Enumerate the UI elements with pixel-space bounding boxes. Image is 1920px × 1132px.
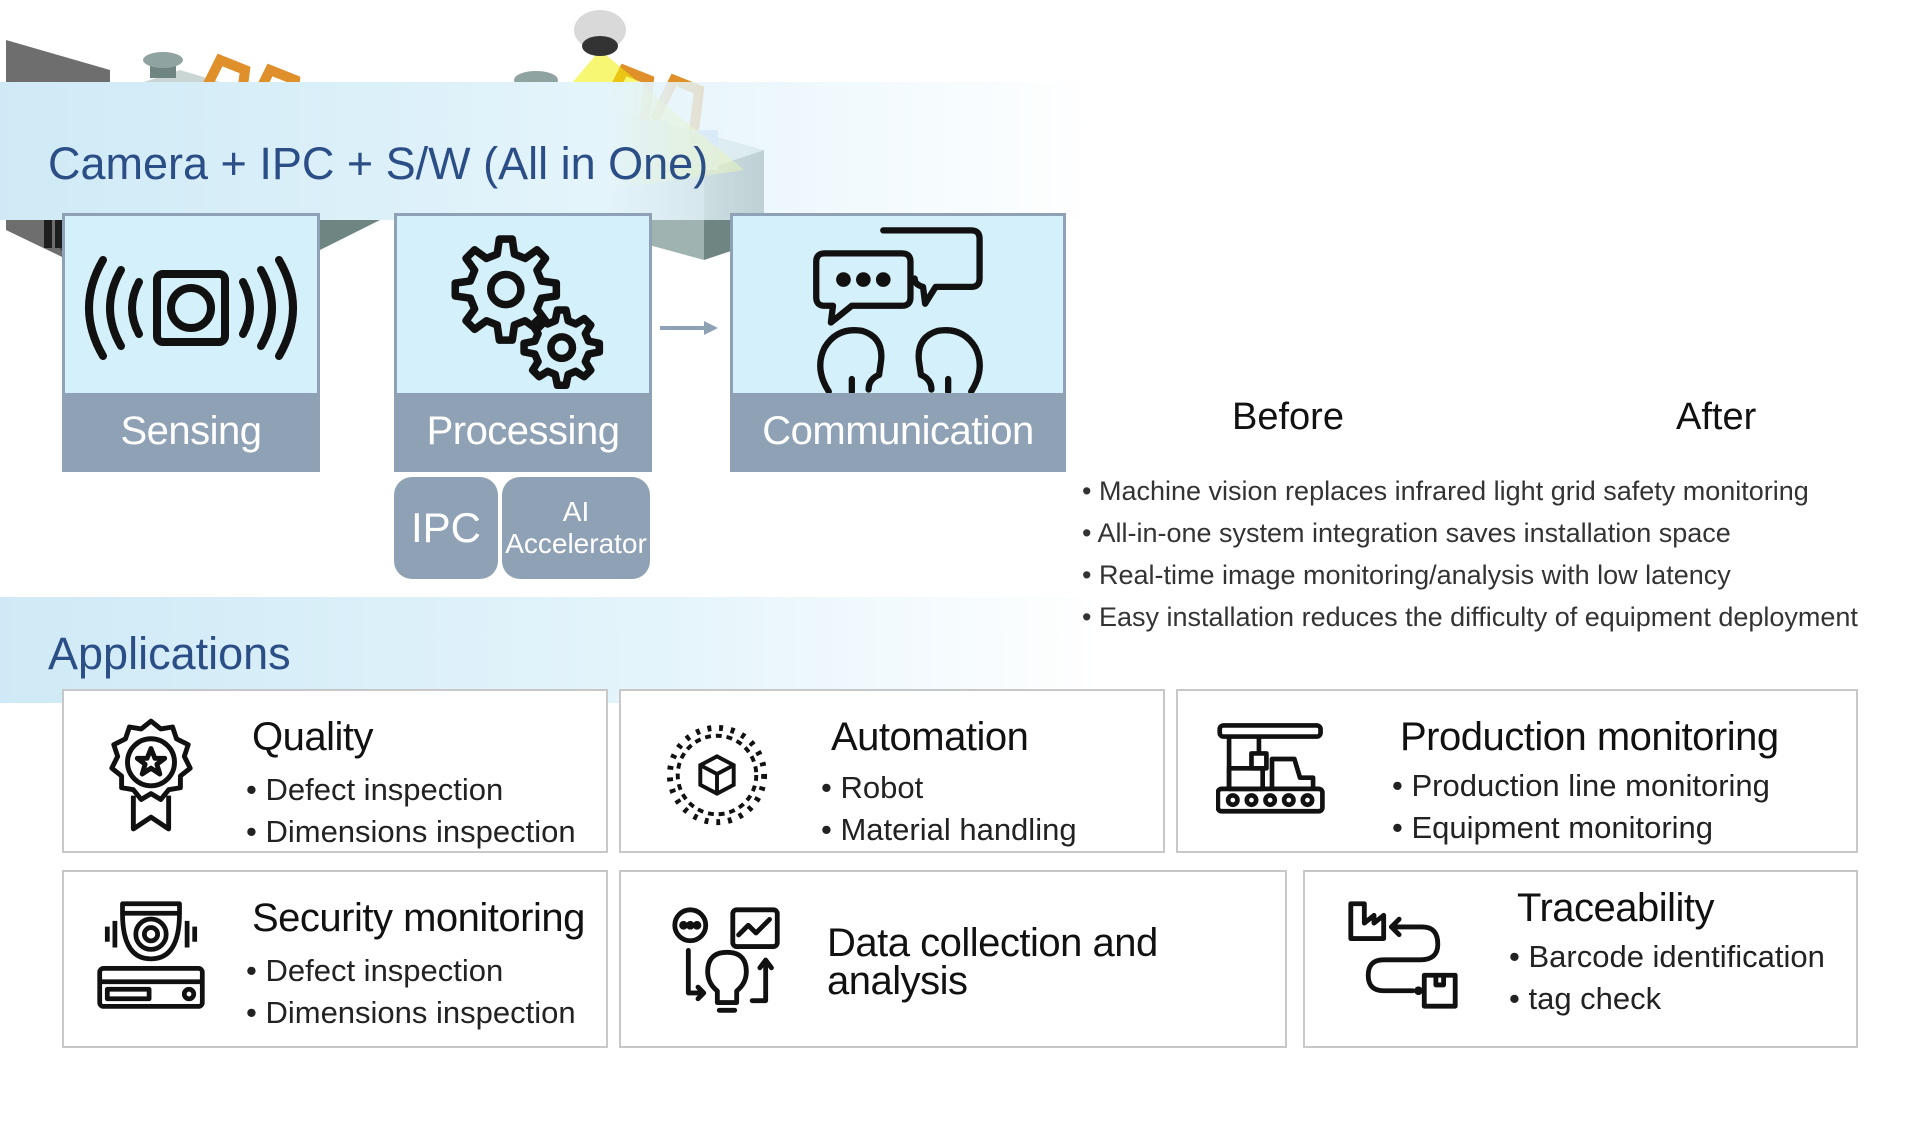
applications-title: Applications [48,628,291,679]
award-badge-icon [109,718,193,832]
list-item: Defect inspection [246,769,576,811]
automation-items: Robot Material handling [821,767,1077,851]
data-collection-title: Data collection and analysis [827,921,1158,1003]
traceability-items: Barcode identification tag check [1509,936,1825,1020]
quality-items: Defect inspection Dimensions inspection [246,769,576,853]
production-monitoring-title: Production monitoring [1400,715,1779,759]
benefit-item: Real-time image monitoring/analysis with… [1082,554,1858,596]
automation-title: Automation [831,715,1029,759]
page-title: Camera + IPC + S/W (All in One) [48,138,709,189]
communication-module: Communication [730,213,1066,472]
processing-module: Processing [394,213,652,472]
ipc-chip: IPC [394,477,498,579]
list-item: Dimensions inspection [246,992,575,1034]
data-collection-card: Data collection and analysis [619,870,1287,1048]
before-label: Before [1232,396,1344,438]
applications-band [0,597,1100,703]
gear-cube-icon [666,724,768,826]
security-monitoring-title: Security monitoring [252,896,585,940]
trace-route-icon [1348,901,1458,1009]
security-monitoring-items: Defect inspection Dimensions inspection [246,950,576,1034]
factory-conveyor-icon [1216,723,1325,814]
sensing-module: Sensing [62,213,320,472]
list-item: Equipment monitoring [1392,807,1770,849]
list-item: Material handling [821,809,1076,851]
security-monitoring-card: Security monitoring Defect inspection Di… [62,870,608,1048]
benefit-item: Easy installation reduces the difficulty… [1082,596,1858,638]
list-item: Defect inspection [246,950,576,992]
benefit-item: All-in-one system integration saves inst… [1082,512,1858,554]
communication-label: Communication [733,393,1063,469]
list-item: tag check [1509,978,1825,1020]
production-monitoring-items: Production line monitoring Equipment mon… [1392,765,1770,849]
traceability-title: Traceability [1517,886,1715,930]
automation-card: Automation Robot Material handling [619,689,1165,853]
gears-icon [451,235,604,390]
processing-label: Processing [397,393,649,469]
list-item: Robot [821,767,1077,809]
list-item: Barcode identification [1509,936,1824,978]
list-item: Dimensions inspection [246,811,575,853]
people-chat-icon [813,227,983,395]
benefits-list: Machine vision replaces infrared light g… [1082,470,1858,638]
camera-signal-icon [85,256,297,360]
dome-camera-nvr-icon [97,901,205,1009]
benefit-item: Machine vision replaces infrared light g… [1082,470,1858,512]
production-monitoring-card: Production monitoring Production line mo… [1176,689,1858,853]
sensing-label: Sensing [65,393,317,469]
after-label: After [1676,396,1757,438]
quality-title: Quality [252,715,374,759]
quality-card: Quality Defect inspection Dimensions ins… [62,689,608,853]
flow-arrow-icon [660,321,718,335]
title-band [0,82,1100,220]
data-analysis-icon [672,907,780,1013]
ai-accelerator-chip: AI Accelerator [502,477,650,579]
list-item: Production line monitoring [1392,765,1769,807]
traceability-card: Traceability Barcode identification tag … [1303,870,1858,1048]
